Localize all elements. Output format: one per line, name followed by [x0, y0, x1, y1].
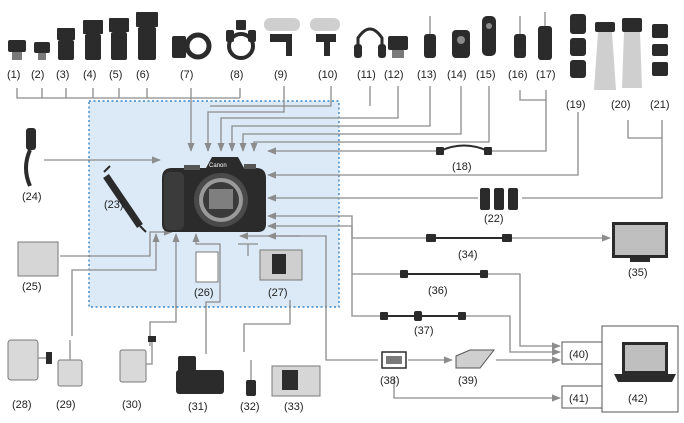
label-10: (10)	[318, 69, 338, 81]
label-17: (17)	[536, 69, 556, 81]
label-39: (39)	[458, 375, 478, 387]
label-27: (27)	[268, 287, 288, 299]
battery-pack-icon	[17, 241, 59, 277]
connection-lines	[16, 86, 663, 402]
label-21: (21)	[650, 99, 670, 111]
usb-cable-icon-37	[380, 311, 466, 321]
label-32: (32)	[240, 401, 260, 413]
label-30: (30)	[122, 399, 142, 411]
wireless-remote-icon-15	[482, 16, 496, 56]
label-4: (4)	[83, 69, 96, 81]
label-42: (42)	[628, 393, 648, 405]
microphone-icon-9	[264, 18, 300, 56]
label-22: (22)	[484, 213, 504, 225]
battery-grip-icon	[176, 356, 224, 394]
label-19: (19)	[566, 99, 586, 111]
label-26: (26)	[194, 287, 214, 299]
car-charger-icon	[246, 360, 256, 396]
label-31: (31)	[188, 401, 208, 413]
television-icon	[612, 222, 668, 262]
flash-icon-5	[109, 18, 129, 60]
label-11: (11)	[357, 69, 376, 81]
label-36: (36)	[428, 285, 448, 297]
coupler-icon-29	[57, 340, 83, 387]
microphone-icon-10	[310, 18, 340, 56]
label-33: (33)	[284, 401, 304, 413]
extender-icon	[652, 24, 668, 76]
label-13: (13)	[417, 69, 437, 81]
battery-icon-26	[195, 251, 219, 283]
label-5: (5)	[109, 69, 122, 81]
flash-icon-3	[57, 28, 75, 60]
label-29: (29)	[56, 399, 76, 411]
label-1: (1)	[7, 69, 20, 81]
label-24: (24)	[22, 191, 42, 203]
neck-strap-icon	[103, 165, 147, 233]
camera-body: Canon	[162, 157, 266, 232]
label-41: (41)	[569, 393, 589, 405]
hdmi-cable-icon	[426, 234, 512, 242]
headphones-icon	[354, 27, 386, 58]
label-7: (7)	[180, 69, 193, 81]
battery-charger-icon-27	[259, 249, 303, 281]
label-8: (8)	[230, 69, 243, 81]
camera-brand-label: Canon	[209, 163, 227, 169]
remote-switch-icon-13	[424, 16, 436, 58]
label-35: (35)	[628, 267, 648, 279]
hand-strap-icon	[24, 128, 36, 187]
flash-icon-1	[8, 40, 26, 60]
label-38: (38)	[380, 375, 400, 387]
label-9: (9)	[274, 69, 287, 81]
car-battery-charger-icon	[271, 365, 321, 397]
label-6: (6)	[136, 69, 149, 81]
computer-icon	[561, 325, 679, 413]
macro-ring-flash-icon	[172, 32, 212, 60]
label-37: (37)	[414, 325, 434, 337]
flash-icon-2	[34, 42, 50, 60]
flash-icon-4	[83, 20, 103, 60]
timer-remote-icon-14	[452, 30, 470, 58]
label-23: (23)	[104, 199, 124, 211]
timer-remote-icon-17	[538, 12, 552, 60]
mount-adapter-icon	[480, 188, 518, 210]
label-3: (3)	[56, 69, 69, 81]
usb-cable-icon-36	[400, 270, 488, 278]
remote-cable-icon	[436, 144, 492, 155]
ac-adapter-icon-28	[7, 339, 52, 381]
label-14: (14)	[447, 69, 467, 81]
macro-twin-flash-icon	[226, 20, 256, 60]
label-2: (2)	[31, 69, 44, 81]
label-12: (12)	[384, 69, 404, 81]
label-28: (28)	[12, 399, 32, 411]
memory-card-icon	[381, 351, 407, 369]
wireless-transmitter-icon	[388, 36, 408, 58]
label-40: (40)	[569, 349, 589, 361]
label-15: (15)	[476, 69, 496, 81]
label-18: (18)	[452, 161, 472, 173]
ac-adapter-icon-30	[119, 336, 156, 383]
item-labels: (1) (2) (3) (4) (5) (6) (7) (8) (9) (10)…	[7, 69, 670, 413]
remote-switch-icon-16	[514, 16, 526, 58]
label-34: (34)	[458, 249, 478, 261]
label-16: (16)	[508, 69, 528, 81]
telephoto-lens-icon	[594, 18, 642, 90]
label-20: (20)	[611, 99, 631, 111]
label-25: (25)	[22, 281, 42, 293]
flash-icon-6	[136, 12, 158, 60]
lens-group-icon	[570, 14, 586, 78]
card-reader-icon	[455, 349, 496, 369]
